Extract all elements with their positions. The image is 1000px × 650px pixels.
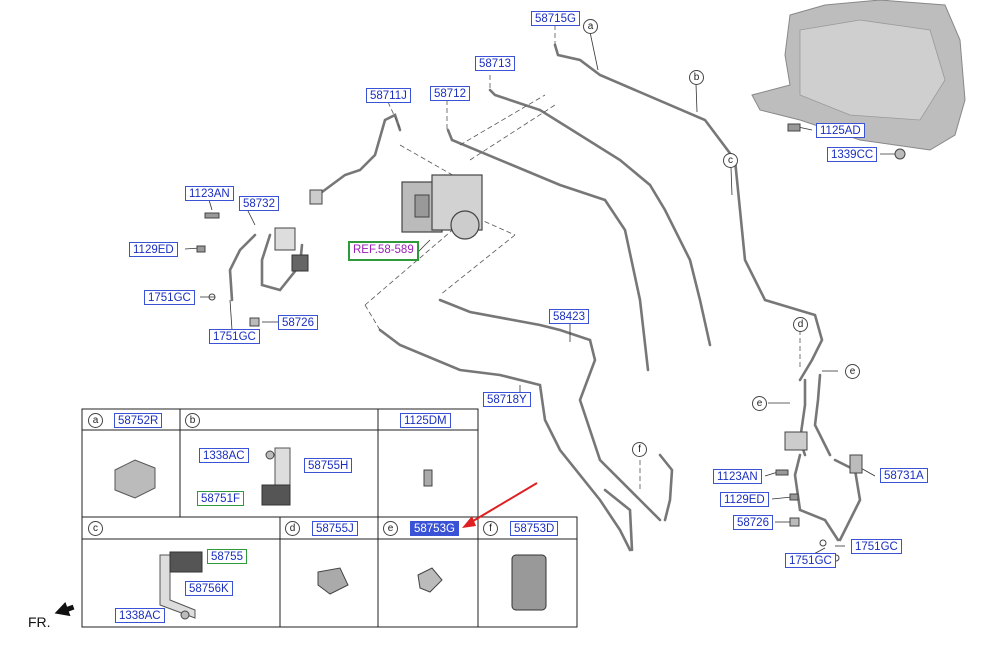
callout-1339cc[interactable]: 1339CC bbox=[827, 147, 878, 162]
callout-58423[interactable]: 58423 bbox=[549, 309, 589, 324]
table-cell-letter-e: e bbox=[383, 521, 398, 536]
table-cell-part-58755j[interactable]: 58755J bbox=[312, 521, 358, 536]
tube-58718y bbox=[378, 328, 632, 552]
callout-1123an-left[interactable]: 1123AN bbox=[185, 186, 234, 201]
table-b-58755h[interactable]: 58755H bbox=[304, 458, 353, 473]
callout-1751gc-left-2[interactable]: 1751GC bbox=[209, 329, 260, 344]
table-cell-part-58752r[interactable]: 58752R bbox=[114, 413, 163, 428]
highlight-arrow-line bbox=[467, 482, 538, 525]
table-cell-letter-f: f bbox=[483, 521, 498, 536]
tube-58715g bbox=[553, 43, 824, 382]
callout-1129ed-right[interactable]: 1129ED bbox=[720, 492, 769, 507]
table-c-1338ac[interactable]: 1338AC bbox=[115, 608, 165, 623]
highlight-arrow-head bbox=[462, 516, 476, 528]
callout-1751gc-right-1[interactable]: 1751GC bbox=[851, 539, 902, 554]
table-part-images bbox=[114, 447, 547, 620]
tube-58711j bbox=[316, 113, 402, 197]
left-sensor-bracket bbox=[196, 189, 323, 327]
callout-58718y[interactable]: 58718Y bbox=[483, 392, 531, 407]
callout-1125ad[interactable]: 1125AD bbox=[816, 123, 865, 138]
fender-liner-part bbox=[751, 0, 966, 160]
tube-f-1 bbox=[658, 453, 674, 522]
tube-f-2 bbox=[603, 488, 634, 552]
callout-1129ed-left[interactable]: 1129ED bbox=[129, 242, 178, 257]
part-table-grid bbox=[81, 408, 578, 628]
table-b-58751f[interactable]: 58751F bbox=[197, 491, 245, 506]
callout-1123an-right[interactable]: 1123AN bbox=[713, 469, 762, 484]
view-marker-e-2[interactable]: e bbox=[752, 396, 767, 411]
table-cell-letter-b: b bbox=[185, 413, 200, 428]
tube-58712 bbox=[446, 128, 650, 372]
hose-right-2 bbox=[833, 458, 862, 542]
callout-58726-left[interactable]: 58726 bbox=[278, 315, 318, 330]
table-cell-part-58753g-selected[interactable]: 58753G bbox=[410, 521, 459, 536]
right-sensor-bracket bbox=[775, 431, 863, 562]
table-c-58756k[interactable]: 58756K bbox=[185, 581, 233, 596]
view-marker-e-1[interactable]: e bbox=[845, 364, 860, 379]
view-marker-b[interactable]: b bbox=[689, 70, 704, 85]
table-cell-part-58753d[interactable]: 58753D bbox=[510, 521, 559, 536]
table-b-1338ac[interactable]: 1338AC bbox=[199, 448, 249, 463]
table-cell-letter-a: a bbox=[88, 413, 103, 428]
table-cell-letter-c: c bbox=[88, 521, 103, 536]
view-marker-a[interactable]: a bbox=[583, 19, 598, 34]
table-c-58755[interactable]: 58755 bbox=[207, 549, 247, 564]
front-arrow-icon bbox=[54, 602, 75, 617]
callout-1751gc-left-1[interactable]: 1751GC bbox=[144, 290, 195, 305]
view-marker-c[interactable]: c bbox=[723, 153, 738, 168]
callout-1751gc-right-2[interactable]: 1751GC bbox=[785, 553, 836, 568]
view-marker-d[interactable]: d bbox=[793, 317, 808, 332]
tube-58713 bbox=[488, 88, 712, 347]
callout-ref-58-589[interactable]: REF.58-589 bbox=[348, 241, 419, 261]
table-cell-letter-d: d bbox=[285, 521, 300, 536]
brake-tubes bbox=[228, 43, 862, 552]
callout-58712[interactable]: 58712 bbox=[430, 86, 470, 101]
hose-left-1 bbox=[228, 233, 257, 302]
callout-58731a[interactable]: 58731A bbox=[880, 468, 928, 483]
front-direction-label: FR. bbox=[28, 614, 51, 630]
callout-58732[interactable]: 58732 bbox=[239, 196, 279, 211]
hose-right-1 bbox=[793, 453, 840, 542]
view-marker-f[interactable]: f bbox=[632, 442, 647, 457]
callout-58715g[interactable]: 58715G bbox=[531, 11, 580, 26]
callout-58711j[interactable]: 58711J bbox=[366, 88, 411, 103]
callout-58713[interactable]: 58713 bbox=[475, 56, 515, 71]
callout-58726-right[interactable]: 58726 bbox=[733, 515, 773, 530]
abs-modulator bbox=[401, 174, 483, 240]
leader-lines bbox=[364, 25, 801, 490]
tube-e bbox=[813, 373, 832, 457]
table-cell-part-1125dm[interactable]: 1125DM bbox=[400, 413, 451, 428]
tube-58423 bbox=[438, 298, 662, 522]
